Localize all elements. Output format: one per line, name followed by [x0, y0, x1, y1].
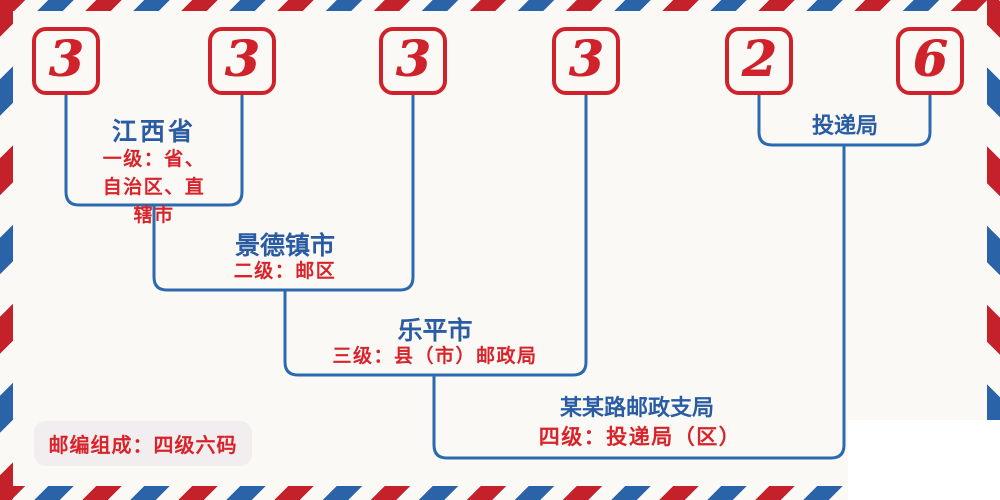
level3-place: 乐平市	[397, 316, 473, 345]
digit-1: 3	[48, 29, 84, 88]
footer-badge: 邮编组成：四级六码	[34, 421, 252, 466]
digit-5: 2	[741, 29, 777, 88]
airmail-border-top	[0, 0, 1000, 11]
bracket-level4	[432, 145, 846, 460]
level2-place: 景德镇市	[234, 231, 335, 260]
digit-box-5: 2	[725, 27, 793, 95]
digit-box-3: 3	[379, 27, 447, 95]
digit-3: 3	[395, 29, 431, 88]
digit-4: 3	[568, 29, 604, 88]
level1-description: 一级：省、自治区、直辖市	[102, 148, 206, 226]
level4-description: 四级：投递局（区）	[538, 425, 742, 449]
airmail-border-right	[987, 0, 1000, 500]
level4-place: 某某路邮政支局	[559, 395, 714, 421]
bracket-delivery	[757, 94, 932, 147]
digit-box-1: 3	[32, 27, 100, 95]
level3-description: 三级：县（市）邮政局	[332, 345, 538, 367]
level2-description: 二级：邮区	[233, 260, 337, 282]
level1-place: 江西省	[111, 117, 196, 146]
airmail-border-left	[0, 0, 13, 500]
airmail-border-bottom	[0, 486, 1000, 500]
digit-box-4: 3	[552, 27, 620, 95]
digit-2: 3	[224, 29, 260, 88]
digit-box-2: 3	[208, 27, 276, 95]
digit-box-6: 6	[896, 27, 964, 95]
delivery-place: 投递局	[811, 113, 878, 139]
digit-6: 6	[912, 29, 948, 88]
footer-badge-text: 邮编组成：四级六码	[48, 433, 238, 457]
corner-patch	[848, 420, 1000, 500]
